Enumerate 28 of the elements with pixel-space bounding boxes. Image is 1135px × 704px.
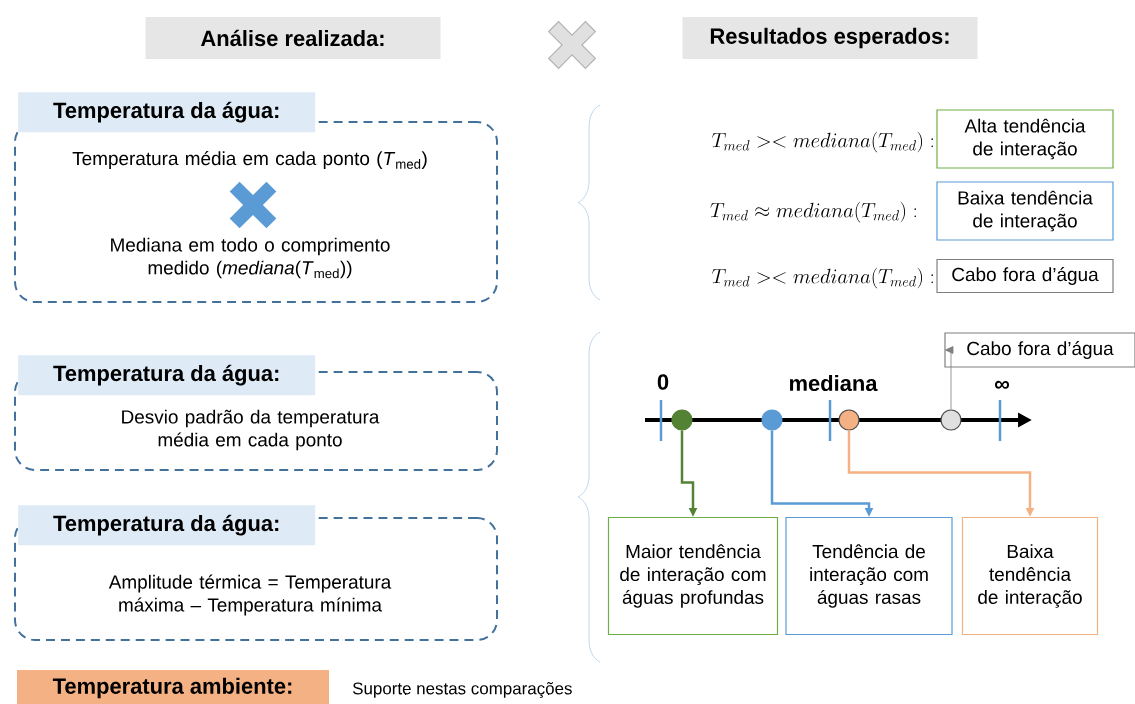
band-heading: Resultados esperados: <box>682 17 978 59</box>
body-text: Amplitude térmica = Temperatura máxima – Temperatura mínima <box>108 574 392 616</box>
condition-formula: $T_{med} \approx mediana(T_{med}):$ <box>710 201 917 223</box>
result-box: Baixa tendência de interação <box>961 516 1099 636</box>
body-text: Mediana em todo o comprimento medido (mediana(T$_{med}$)) <box>111 237 390 279</box>
axis-label: 0 <box>657 374 669 390</box>
band-heading: Análise realizada: <box>145 17 441 59</box>
side-note: Suporte nestas comparações <box>352 682 572 698</box>
body-text: Desvio padrão da temperatura média em cada ponto <box>122 409 380 451</box>
axis-label: mediana <box>790 374 878 392</box>
result-box: Tendência de interação com águas rasas <box>785 516 953 636</box>
result-box: Alta tendência de interação <box>936 109 1114 169</box>
result-box: Cabo fora d’água <box>936 258 1114 294</box>
body-text: Temperatura média em cada ponto (T$_{med}$) <box>72 151 427 169</box>
band-heading: Temperatura ambiente: <box>17 670 329 704</box>
connector-arrow <box>945 346 954 410</box>
panel-heading: Temperatura da água: <box>18 355 316 396</box>
result-box: Baixa tendência de interação <box>936 181 1114 241</box>
circle-marker <box>671 409 693 431</box>
circle-marker <box>761 409 783 431</box>
panel-heading: Temperatura da água: <box>18 92 316 133</box>
circle-marker <box>838 409 860 431</box>
panel-heading: Temperatura da água: <box>18 505 316 546</box>
result-box: Cabo fora d’água <box>944 332 1135 368</box>
condition-formula: $T_{med} >< mediana(T_{med}):$ <box>712 267 934 289</box>
axis-label: ∞ <box>994 380 1010 389</box>
circle-marker <box>940 409 962 431</box>
result-box: Maior tendência de interação com águas profundas <box>607 516 779 636</box>
